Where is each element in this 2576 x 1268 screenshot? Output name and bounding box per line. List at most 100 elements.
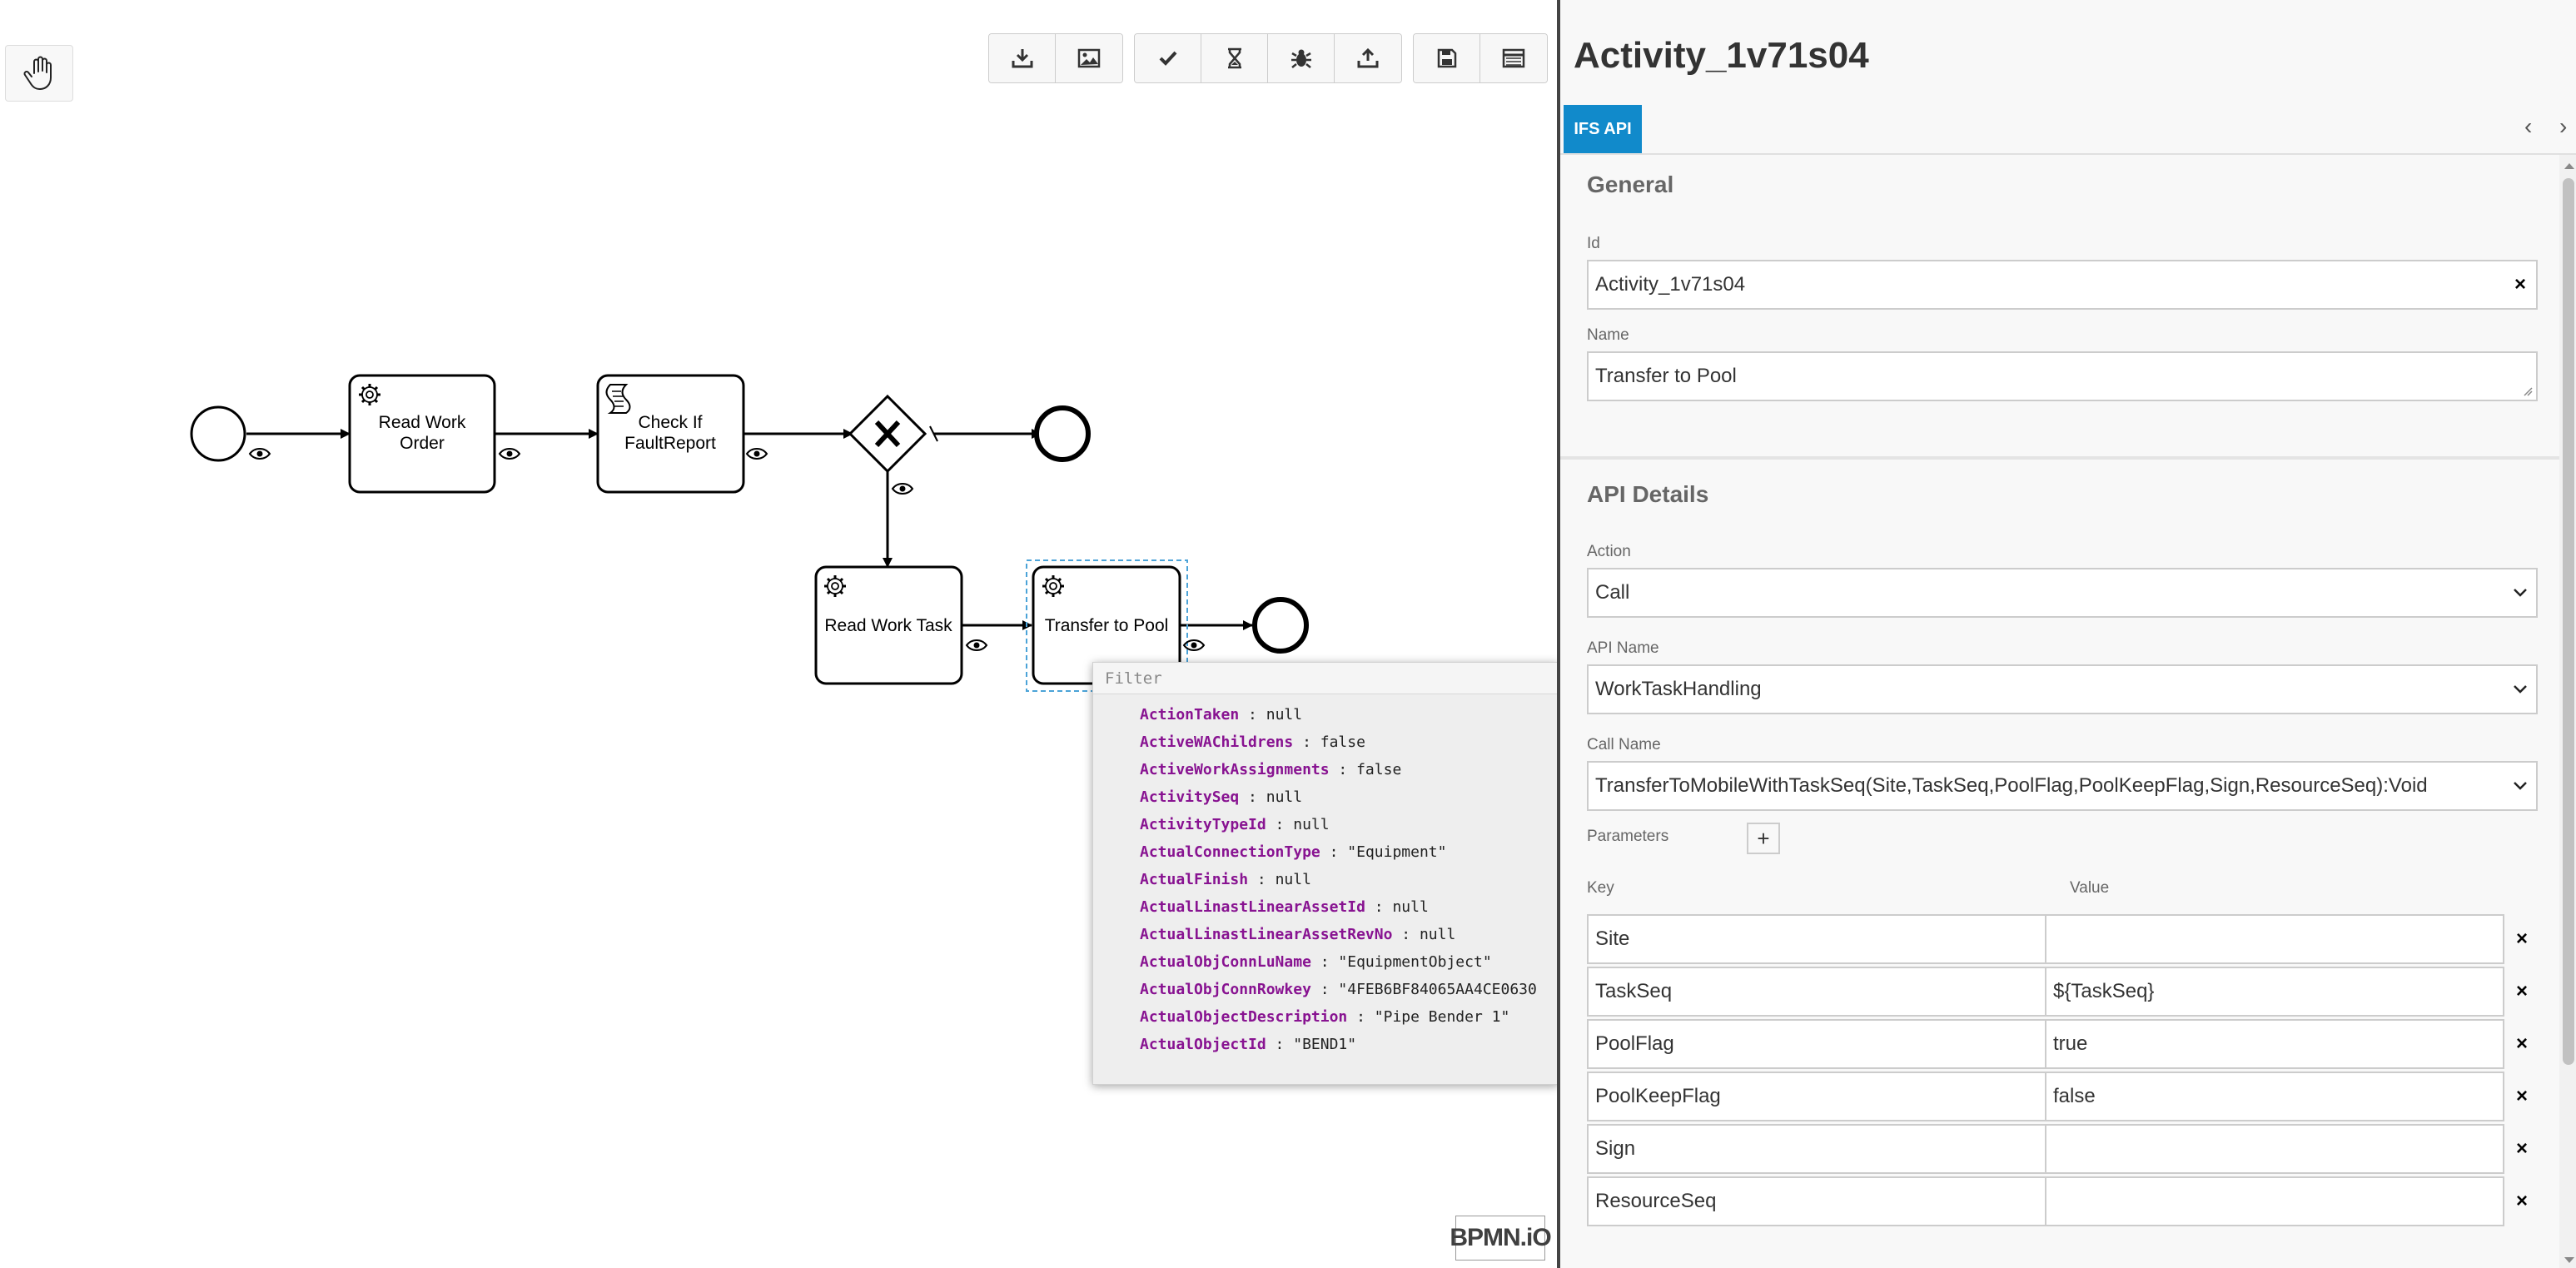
eye-icon[interactable] (498, 448, 521, 460)
variable-value: null (1293, 816, 1330, 833)
task-label: Order (400, 434, 445, 453)
action-value: Call (1595, 581, 1630, 604)
key-value-separator: : (1293, 733, 1320, 751)
variable-value: "Pipe Bender 1" (1374, 1008, 1510, 1026)
name-field[interactable]: Transfer to Pool (1587, 351, 2538, 401)
parameter-value-input[interactable]: ${TaskSeq} (2045, 967, 2504, 1017)
end-event[interactable] (1034, 405, 1091, 462)
scroll-thumb[interactable] (2563, 178, 2574, 1065)
validate-button[interactable] (1135, 34, 1201, 82)
parameter-value-input[interactable]: true (2045, 1019, 2504, 1069)
delete-parameter-button[interactable]: × (2515, 1190, 2528, 1212)
task-check-fault-report[interactable]: Check If FaultReport (596, 374, 745, 494)
value-column-header: Value (2070, 879, 2110, 897)
api-name-value: WorkTaskHandling (1595, 678, 1762, 700)
eye-icon[interactable] (248, 448, 271, 460)
key-value-separator: : (1320, 843, 1348, 861)
parameter-key-input[interactable]: PoolFlag (1587, 1019, 2048, 1069)
bpmn-io-logo[interactable]: BPMN.iO (1450, 1216, 1552, 1261)
task-transfer-to-pool[interactable]: Transfer to Pool (1026, 559, 1188, 692)
start-event[interactable] (190, 405, 246, 462)
export-image-button[interactable] (1056, 34, 1122, 82)
parameters-label: Parameters (1587, 828, 1669, 845)
variable-value: null (1392, 898, 1429, 916)
parameter-value-input[interactable] (2045, 1176, 2504, 1226)
task-read-work-order[interactable]: Read Work Order (348, 374, 496, 494)
inspector-row[interactable]: ActualFinish : null (1140, 871, 1558, 898)
variable-key: ActualFinish (1140, 871, 1249, 888)
api-name-select[interactable]: WorkTaskHandling (1587, 664, 2538, 714)
variable-value: "Equipment" (1347, 843, 1447, 861)
variable-value: "4FEB6BF84065AA4CE0630 (1338, 981, 1537, 998)
eye-icon[interactable] (965, 639, 988, 651)
resize-handle-icon[interactable] (2523, 386, 2533, 396)
key-value-separator: : (1239, 706, 1266, 724)
hand-tool-button[interactable] (5, 45, 73, 102)
tools-toolbar (1134, 33, 1402, 83)
hand-icon (23, 56, 52, 90)
delete-parameter-button[interactable]: × (2515, 1032, 2528, 1055)
task-label: FaultReport (624, 434, 716, 453)
end-event[interactable] (1252, 597, 1309, 654)
variable-key: ActivityTypeId (1140, 816, 1266, 833)
simulate-button[interactable] (1201, 34, 1268, 82)
delete-parameter-button[interactable]: × (2515, 1137, 2528, 1160)
parameter-value-input[interactable] (2045, 914, 2504, 964)
inspector-row[interactable]: ActiveWAChildrens : false (1140, 733, 1558, 761)
parameter-key-input[interactable]: PoolKeepFlag (1587, 1072, 2048, 1121)
eye-icon[interactable] (1182, 639, 1206, 651)
inspector-row[interactable]: ActualObjConnRowkey : "4FEB6BF84065AA4CE… (1140, 981, 1558, 1008)
exclusive-gateway[interactable] (848, 394, 927, 474)
save-button[interactable] (1414, 34, 1480, 82)
inspector-row[interactable]: ActualLinastLinearAssetId : null (1140, 898, 1558, 926)
parameter-key-input[interactable]: ResourceSeq (1587, 1176, 2048, 1226)
scroll-down-icon[interactable] (2564, 1256, 2575, 1265)
inspector-row[interactable]: ActualObjectDescription : "Pipe Bender 1… (1140, 1008, 1558, 1036)
inspector-row[interactable]: ActualLinastLinearAssetRevNo : null (1140, 926, 1558, 953)
deploy-button[interactable] (1335, 34, 1401, 82)
add-parameter-button[interactable]: + (1747, 823, 1780, 854)
table-icon (1502, 48, 1525, 68)
key-value-separator: : (1239, 788, 1266, 806)
inspector-row[interactable]: ActualConnectionType : "Equipment" (1140, 843, 1558, 871)
debug-button[interactable] (1268, 34, 1335, 82)
clear-id-button[interactable]: × (2514, 273, 2526, 296)
parameter-key-input[interactable]: Sign (1587, 1124, 2048, 1174)
tab-prev-arrow[interactable]: ‹ (2524, 113, 2533, 139)
id-field[interactable]: Activity_1v71s04 × (1587, 260, 2538, 310)
parameter-key-input[interactable]: Site (1587, 914, 2048, 964)
bpmn-diagram: Read Work Order Check If FaultReport Rea… (190, 374, 1309, 692)
tab-ifs-api[interactable]: IFS API (1564, 105, 1642, 153)
panel-body: General Id Activity_1v71s04 × Name Trans… (1560, 155, 2559, 1268)
tab-next-arrow[interactable]: › (2559, 113, 2568, 139)
chevron-down-icon (2514, 782, 2527, 790)
delete-parameter-button[interactable]: × (2515, 980, 2528, 1002)
bpmn-canvas[interactable]: Read Work Order Check If FaultReport Rea… (0, 0, 1559, 1268)
task-label: Transfer to Pool (1045, 616, 1169, 635)
inspector-row[interactable]: ActivitySeq : null (1140, 788, 1558, 816)
filter-input[interactable]: Filter (1093, 663, 1558, 694)
parameter-value-input[interactable] (2045, 1124, 2504, 1174)
key-value-separator: : (1365, 898, 1393, 916)
inspector-row[interactable]: ActivityTypeId : null (1140, 816, 1558, 843)
call-name-select[interactable]: TransferToMobileWithTaskSeq(Site,TaskSeq… (1587, 761, 2538, 811)
inspector-row[interactable]: ActualObjectId : "BEND1" (1140, 1036, 1558, 1063)
scrollbar[interactable] (2559, 155, 2576, 1268)
inspector-row[interactable]: ActualObjConnLuName : "EquipmentObject" (1140, 953, 1558, 981)
name-label: Name (1587, 326, 1629, 344)
task-read-work-task[interactable]: Read Work Task (814, 565, 963, 685)
toggle-panel-button[interactable] (1480, 34, 1547, 82)
inspector-row[interactable]: ActiveWorkAssignments : false (1140, 761, 1558, 788)
action-select[interactable]: Call (1587, 568, 2538, 618)
parameter-key-input[interactable]: TaskSeq (1587, 967, 2048, 1017)
parameter-value-input[interactable]: false (2045, 1072, 2504, 1121)
eye-icon[interactable] (891, 483, 914, 495)
eye-icon[interactable] (745, 448, 768, 460)
download-button[interactable] (989, 34, 1056, 82)
variable-value: null (1419, 926, 1456, 943)
delete-parameter-button[interactable]: × (2515, 927, 2528, 950)
scroll-up-icon[interactable] (2564, 162, 2575, 170)
inspector-row[interactable]: ActionTaken : null (1140, 706, 1558, 733)
delete-parameter-button[interactable]: × (2515, 1085, 2528, 1107)
